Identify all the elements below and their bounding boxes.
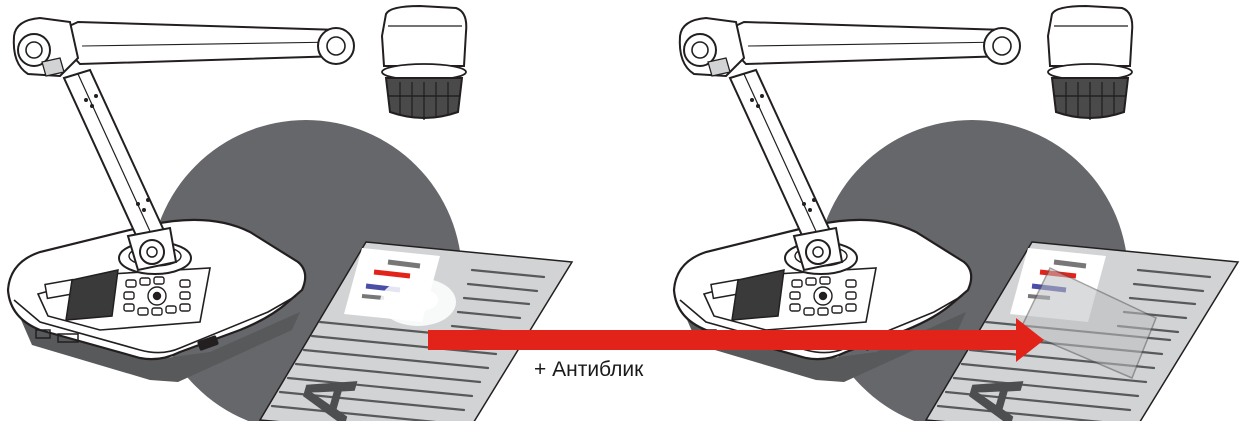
glare-highlight (380, 278, 456, 326)
anti-glare-caption: + Антиблик (534, 358, 643, 382)
